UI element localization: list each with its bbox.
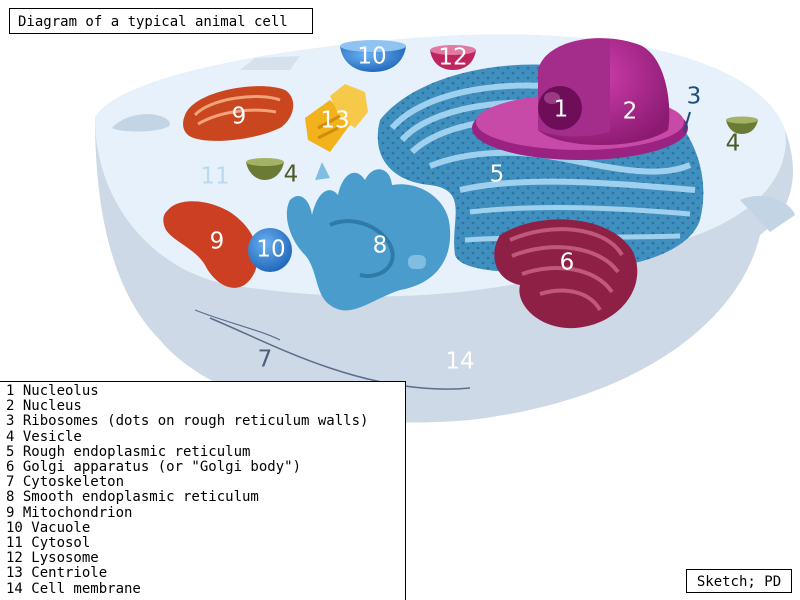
- label-nucleus: 2: [623, 99, 638, 125]
- label-centriole: 13: [320, 108, 349, 134]
- vacuole-left-shape: [248, 228, 292, 272]
- nucleus-shape: [472, 38, 688, 160]
- vesicle-left-shape: [246, 162, 284, 180]
- smooth-er-shape: [286, 162, 451, 311]
- legend-item: 7 Cytoskeleton: [6, 474, 125, 491]
- legend-item: 8 Smooth endoplasmic reticulum: [6, 489, 259, 506]
- legend-item: 2 Nucleus: [6, 398, 82, 415]
- legend-item: 10 Vacuole: [6, 519, 91, 536]
- legend-item: 1 Nucleolus: [6, 383, 99, 399]
- label-vesicle-right: 4: [726, 131, 741, 157]
- label-vacuole-left: 10: [256, 237, 285, 263]
- lysosome-shape: [430, 50, 476, 70]
- legend-item: 4 Vesicle: [6, 428, 82, 445]
- ribosome-pointer: [683, 111, 691, 133]
- legend-item: 12 Lysosome: [6, 550, 99, 567]
- label-nucleolus: 1: [554, 97, 569, 123]
- label-ribosomes: 3: [687, 84, 702, 110]
- legend-item: 14 Cell membrane: [6, 580, 141, 597]
- label-cytosol: 11: [200, 164, 229, 190]
- legend-list: 1 Nucleolus 2 Nucleus 3 Ribosomes (dots …: [0, 382, 405, 597]
- centriole-shape: [305, 84, 368, 152]
- label-golgi: 6: [560, 250, 575, 276]
- legend-item: 11 Cytosol: [6, 535, 91, 552]
- legend-item: 3 Ribosomes (dots on rough reticulum wal…: [6, 413, 369, 430]
- label-membrane: 14: [445, 349, 474, 375]
- mitochondrion-left-shape: [163, 201, 258, 288]
- mitochondrion-top-shape: [183, 86, 294, 141]
- vacuole-top-shape: [340, 46, 406, 72]
- credit-label: Sketch; PD: [686, 569, 792, 593]
- legend-item: 6 Golgi apparatus (or "Golgi body"): [6, 459, 302, 476]
- legend-item: 13 Centriole: [6, 565, 108, 582]
- cytoskeleton-strand: [209, 317, 471, 390]
- diagram-title: Diagram of a typical animal cell: [9, 8, 313, 34]
- legend: 1 Nucleolus 2 Nucleus 3 Ribosomes (dots …: [0, 381, 406, 600]
- label-mitochondrion-top: 9: [232, 104, 247, 130]
- golgi-shape: [494, 219, 638, 329]
- label-lysosome: 12: [438, 45, 467, 71]
- label-vesicle-left: 4: [284, 162, 299, 188]
- label-smooth-er: 8: [373, 233, 388, 259]
- label-mitochondrion-left: 9: [210, 229, 225, 255]
- vesicle-right-shape: [726, 120, 758, 134]
- label-vacuole-top: 10: [357, 44, 386, 70]
- label-cytoskeleton: 7: [258, 347, 273, 373]
- legend-item: 5 Rough endoplasmic reticulum: [6, 443, 251, 460]
- label-rough-er: 5: [490, 162, 505, 188]
- legend-item: 9 Mitochondrion: [6, 504, 133, 521]
